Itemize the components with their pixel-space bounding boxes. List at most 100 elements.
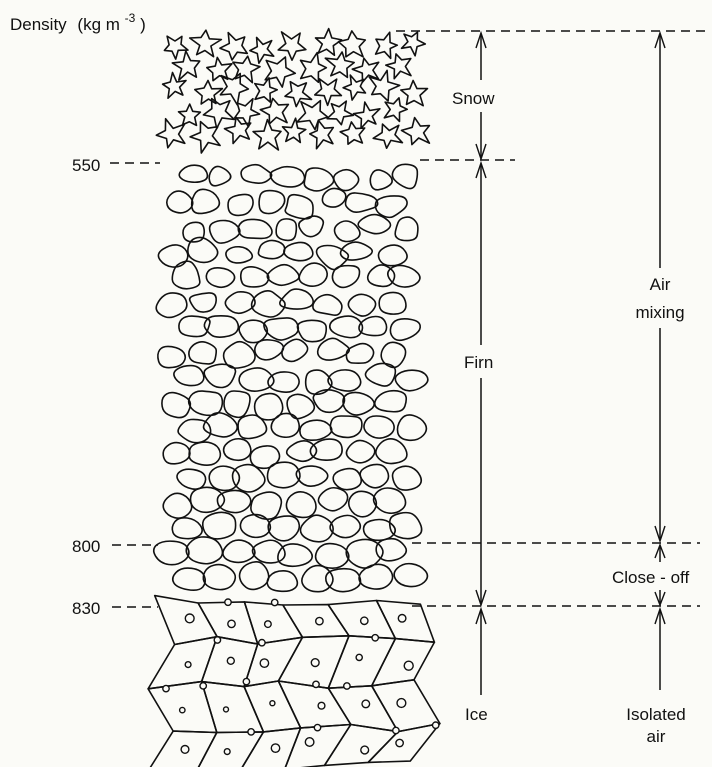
- isolated-air-arrow: [655, 609, 665, 690]
- firn-grain: [346, 344, 373, 364]
- firn-grain: [328, 370, 361, 391]
- firn-grain: [163, 443, 190, 464]
- firn-grain: [286, 492, 316, 518]
- firn-grain: [179, 316, 210, 336]
- snow-crystal: [203, 99, 234, 129]
- snow-crystal: [253, 120, 281, 150]
- isolated-air-label-line2: air: [647, 727, 666, 746]
- firn-grain: [304, 168, 333, 191]
- air-bubble: [163, 685, 169, 691]
- air-bubble: [224, 707, 229, 712]
- firn-grain: [224, 391, 250, 417]
- air-bubble: [248, 729, 254, 735]
- firn-grain: [390, 513, 422, 539]
- firn-grain: [395, 217, 418, 240]
- firn-grain: [330, 515, 360, 537]
- firn-grain: [203, 565, 235, 590]
- firn-grain: [330, 316, 363, 338]
- firn-grain: [300, 420, 332, 440]
- firn-grain: [267, 462, 300, 488]
- snow-crystal: [225, 117, 251, 143]
- air-bubble: [259, 640, 265, 646]
- firn-grain: [333, 469, 361, 490]
- firn-grain: [172, 261, 200, 289]
- firn-grain: [282, 339, 308, 361]
- snow-crystal: [373, 124, 402, 148]
- ice-grain: [148, 637, 217, 689]
- snow-crystal: [190, 122, 220, 153]
- air-bubble: [227, 657, 234, 664]
- firn-grain: [225, 292, 255, 314]
- air-bubble: [316, 617, 323, 624]
- firn-grain: [330, 416, 362, 437]
- snow-crystal: [195, 81, 223, 105]
- snow-crystal: [207, 57, 232, 80]
- firn-grain: [226, 247, 252, 263]
- firn-grain: [278, 544, 312, 566]
- snow-zone-label: Snow: [452, 89, 495, 108]
- firn-grain: [284, 242, 313, 260]
- air-bubble: [356, 654, 362, 660]
- firn-grain: [376, 539, 406, 561]
- firn-grain: [174, 366, 204, 386]
- air-bubble: [398, 615, 406, 623]
- firn-grain: [190, 293, 217, 312]
- air-bubble: [404, 661, 413, 670]
- isolated-air-label-line1: Isolated: [626, 705, 686, 724]
- snow-crystal: [235, 99, 260, 127]
- firn-grain: [189, 442, 220, 465]
- firn-grain: [302, 566, 333, 592]
- firn-grain: [191, 487, 225, 512]
- firn-grain: [156, 293, 187, 318]
- firn-grain: [172, 518, 202, 539]
- snow-crystal: [402, 118, 430, 145]
- firn-grain: [374, 488, 406, 513]
- firn-grain: [239, 320, 267, 342]
- air-bubble: [361, 746, 369, 754]
- air-bubble: [181, 746, 189, 754]
- firn-grain: [397, 415, 426, 440]
- firn-grain: [267, 571, 297, 592]
- firn-grain: [335, 221, 360, 242]
- air-bubble: [305, 738, 314, 747]
- snow-crystal: [376, 32, 398, 58]
- firn-grain: [346, 440, 374, 462]
- air-bubble: [243, 678, 249, 684]
- snow-crystal: [354, 102, 380, 128]
- snow-crystal: [285, 82, 312, 107]
- firn-grain: [313, 390, 344, 412]
- firn-grain: [240, 515, 270, 538]
- ice-zone-label: Ice: [465, 705, 488, 724]
- density-axis-title: Density (kg m -3 ): [10, 7, 146, 34]
- snow-crystal: [255, 78, 277, 102]
- firn-grain: [186, 537, 222, 564]
- air-bubble: [265, 621, 272, 628]
- close-off-label: Close - off: [612, 568, 689, 587]
- ice-grain: [244, 681, 301, 732]
- ice-grain: [377, 601, 435, 643]
- firn-zone-arrow: [476, 163, 486, 605]
- air-bubble: [260, 659, 268, 667]
- firn-grain: [376, 439, 407, 464]
- firn-grains: [154, 164, 428, 591]
- ice-zone-arrow: [476, 609, 486, 695]
- air-bubble: [214, 637, 220, 643]
- firn-grain: [392, 164, 417, 188]
- snow-crystal: [220, 33, 247, 60]
- ice-grain: [325, 725, 399, 766]
- air-bubble: [433, 722, 439, 728]
- air-bubble: [225, 599, 231, 605]
- snow-crystal: [327, 101, 353, 125]
- firn-grain: [390, 319, 420, 341]
- firn-grain: [177, 469, 206, 489]
- air-mixing-label-line2: mixing: [635, 303, 684, 322]
- snow-crystal: [369, 70, 400, 101]
- firn-grain: [255, 340, 284, 360]
- air-bubble: [313, 681, 319, 687]
- firn-grain: [154, 541, 189, 565]
- snow-crystal: [402, 32, 426, 56]
- air-bubble: [314, 724, 320, 730]
- snow-crystal: [233, 56, 260, 82]
- firn-grain: [158, 346, 185, 367]
- firn-grain: [203, 512, 236, 539]
